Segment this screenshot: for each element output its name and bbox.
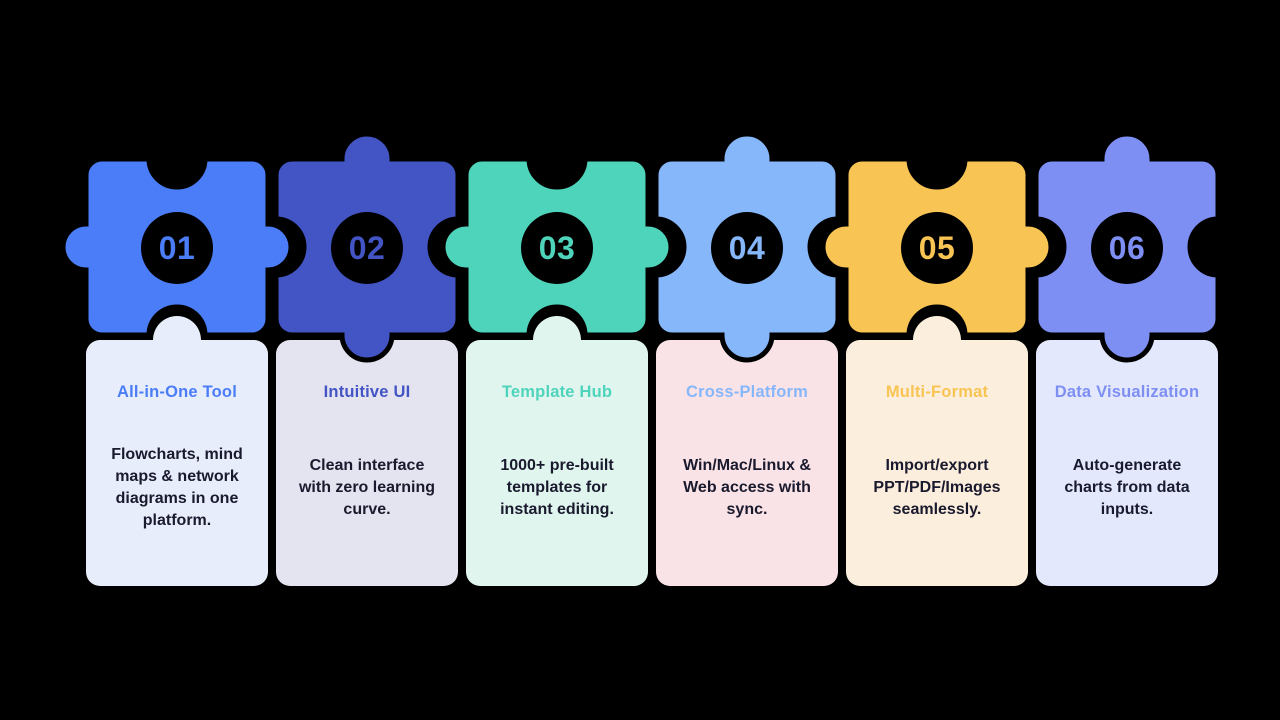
feature-card-shape: [1036, 340, 1218, 586]
number-circles-layer: 01 02 03 04 05 06: [141, 212, 1163, 284]
feature-description: 1000+ pre-built templates for instant ed…: [500, 457, 614, 518]
feature-card-shape: [276, 340, 458, 586]
feature-title: Data Visualization: [1055, 383, 1200, 401]
number-circle: [1091, 212, 1163, 284]
feature-title: Multi-Format: [886, 383, 989, 401]
feature-title: Template Hub: [502, 383, 612, 401]
number-circle: [141, 212, 213, 284]
feature-description: Clean interface with zero learning curve…: [298, 457, 435, 518]
step-number: 02: [349, 230, 386, 266]
number-circle: [331, 212, 403, 284]
feature-title: Cross-Platform: [686, 383, 808, 401]
step-number: 04: [729, 230, 766, 266]
number-circle: [711, 212, 783, 284]
feature-card-shape: [846, 316, 1028, 586]
feature-description: Import/export PPT/PDF/Images seamlessly.: [873, 457, 1001, 518]
card-titles-layer: All-in-One Tool Intuitive UI Template Hu…: [117, 383, 1199, 401]
step-number: 06: [1109, 230, 1146, 266]
feature-card-shape: [656, 340, 838, 586]
feature-title: All-in-One Tool: [117, 383, 237, 401]
step-number: 03: [539, 230, 576, 266]
number-circle: [521, 212, 593, 284]
step-number: 01: [159, 230, 196, 266]
feature-title: Intuitive UI: [324, 383, 411, 401]
feature-description: Flowcharts, mind maps & network diagrams…: [111, 446, 243, 529]
step-number: 05: [919, 230, 956, 266]
feature-description: Win/Mac/Linux & Web access with sync.: [683, 457, 811, 518]
feature-description: Auto-generate charts from data inputs.: [1064, 457, 1190, 518]
cards-layer: [86, 316, 1218, 586]
feature-card-shape: [86, 316, 268, 586]
number-circle: [901, 212, 973, 284]
feature-card-shape: [466, 316, 648, 586]
